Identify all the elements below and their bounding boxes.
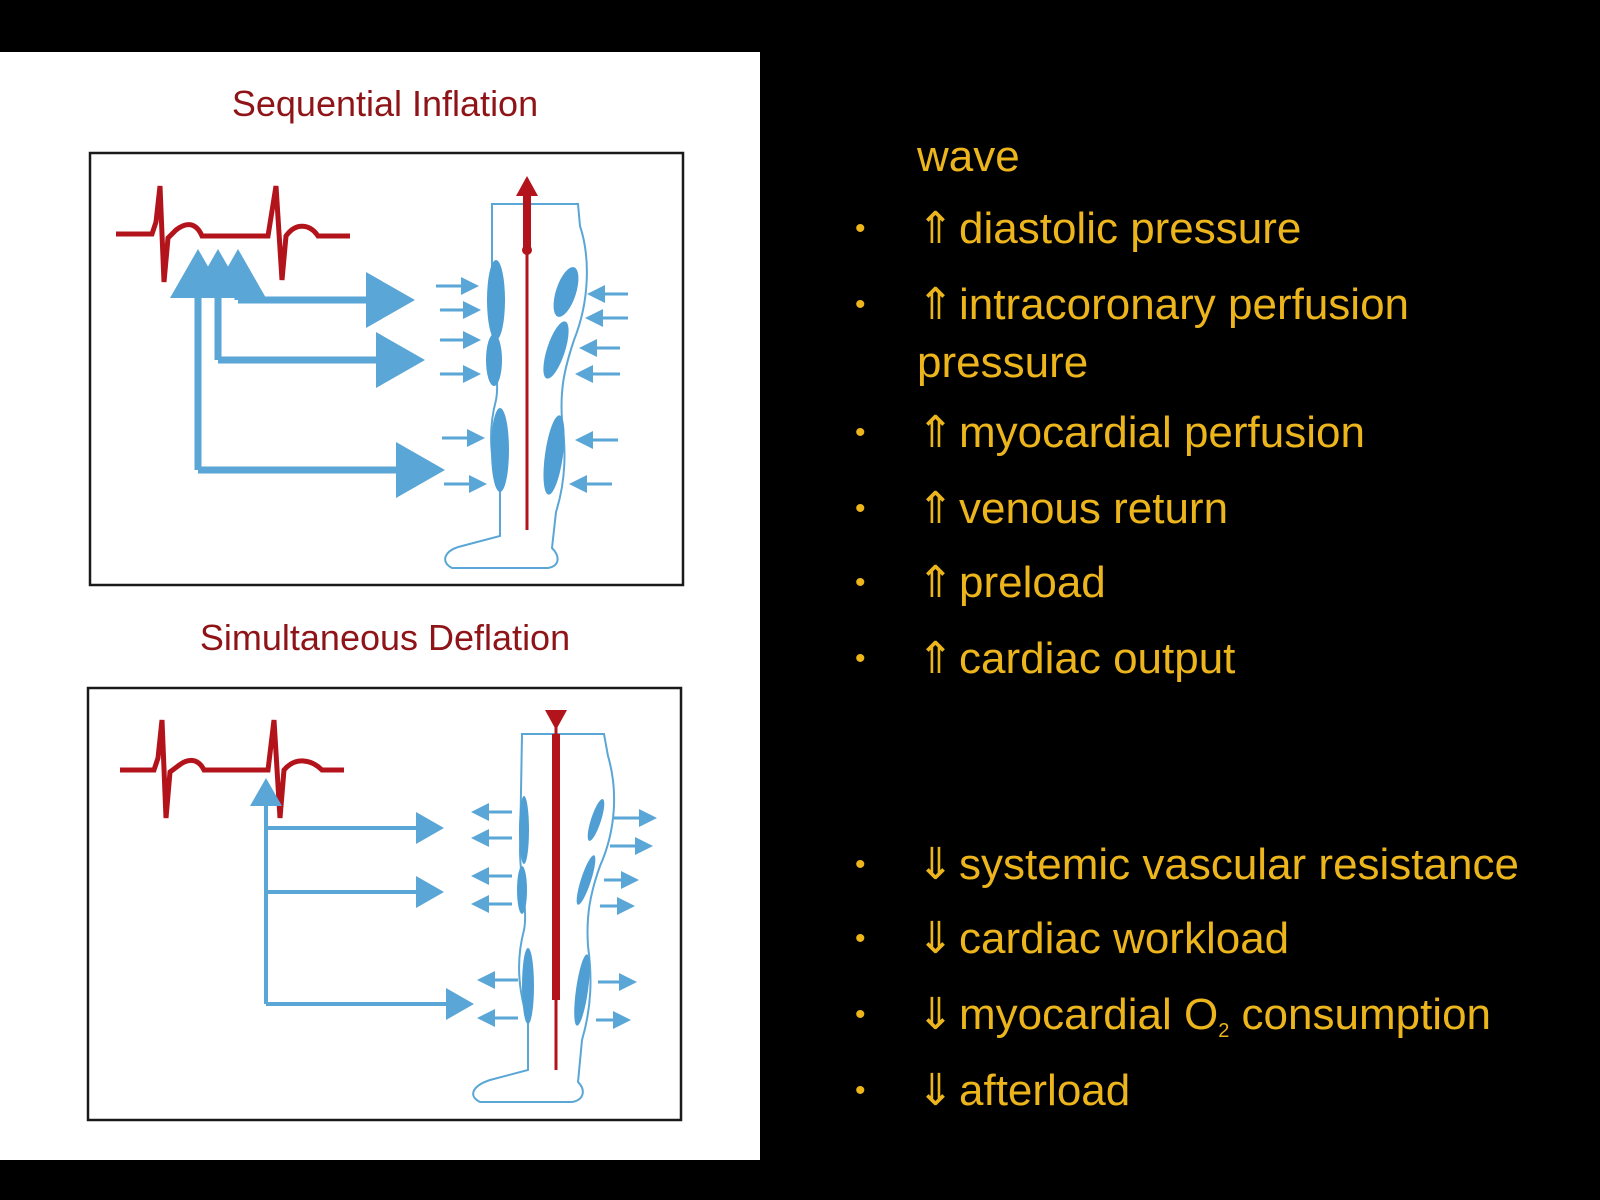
effect-label-o2-tail: consumption <box>1229 990 1492 1039</box>
ecg-trace-top <box>116 185 350 283</box>
inflation-timing-arrows <box>170 249 445 498</box>
aortic-flow-down <box>545 710 567 1070</box>
bullet: • <box>855 416 866 449</box>
bullet: • <box>855 566 866 599</box>
sequential-inflation-caption: Sequential Inflation <box>232 83 538 124</box>
up-arrow-icon: ⇑ <box>917 558 954 607</box>
cuff-bladders-bottom <box>517 796 605 1026</box>
cuff-bladders-top <box>486 260 579 495</box>
bullet: • <box>855 998 866 1031</box>
inflation-frame <box>88 151 685 587</box>
diagram-panel: Sequential Inflation <box>0 52 760 1160</box>
effect-label: afterload <box>959 1066 1131 1115</box>
up-arrow-icon: ⇑ <box>917 634 954 683</box>
effect-label: cardiac output <box>959 634 1236 683</box>
down-arrow-icon: ⇓ <box>917 840 954 889</box>
leg-outline-top <box>444 203 588 569</box>
effect-label: diastolic pressure <box>959 204 1302 253</box>
aortic-flow-up <box>516 176 538 530</box>
bullet: • <box>855 848 866 881</box>
bullet: • <box>855 212 866 245</box>
continuation-wave: wave <box>917 132 1020 181</box>
effect-label: venous return <box>959 484 1229 533</box>
bullet: • <box>855 1074 866 1107</box>
o2-subscript: 2 <box>1218 1020 1230 1042</box>
bullet: • <box>855 492 866 525</box>
effect-label: systemic vascular resistance <box>959 840 1519 889</box>
up-arrow-icon: ⇑ <box>917 204 954 253</box>
down-arrow-icon: ⇓ <box>917 990 954 1039</box>
simultaneous-deflation-caption: Simultaneous Deflation <box>200 617 570 658</box>
down-arrow-icon: ⇓ <box>917 914 954 963</box>
effect-label: intracoronary perfusion <box>959 280 1410 329</box>
compression-arrows-top <box>436 277 628 493</box>
up-arrow-icon: ⇑ <box>917 484 954 533</box>
effect-label: cardiac workload <box>959 914 1290 963</box>
bullet: • <box>855 642 866 675</box>
up-arrow-icon: ⇑ <box>917 408 954 457</box>
effect-label: preload <box>959 558 1106 607</box>
counterpulsation-diagram: Sequential Inflation <box>86 83 685 1122</box>
down-arrow-icon: ⇓ <box>917 1066 954 1115</box>
deflation-timing-arrows <box>250 778 474 1020</box>
effect-label: myocardial perfusion <box>959 408 1365 457</box>
effect-label-o2: myocardial O <box>959 990 1219 1039</box>
ecg-trace-bottom <box>120 719 344 819</box>
bullet: • <box>855 288 866 321</box>
bullet: • <box>855 922 866 955</box>
wrapped-text: pressure <box>917 338 1089 387</box>
leg-outline-bottom <box>472 733 616 1103</box>
up-arrow-icon: ⇑ <box>917 280 954 329</box>
release-arrows-bottom <box>471 803 657 1029</box>
deflation-frame <box>86 686 683 1122</box>
